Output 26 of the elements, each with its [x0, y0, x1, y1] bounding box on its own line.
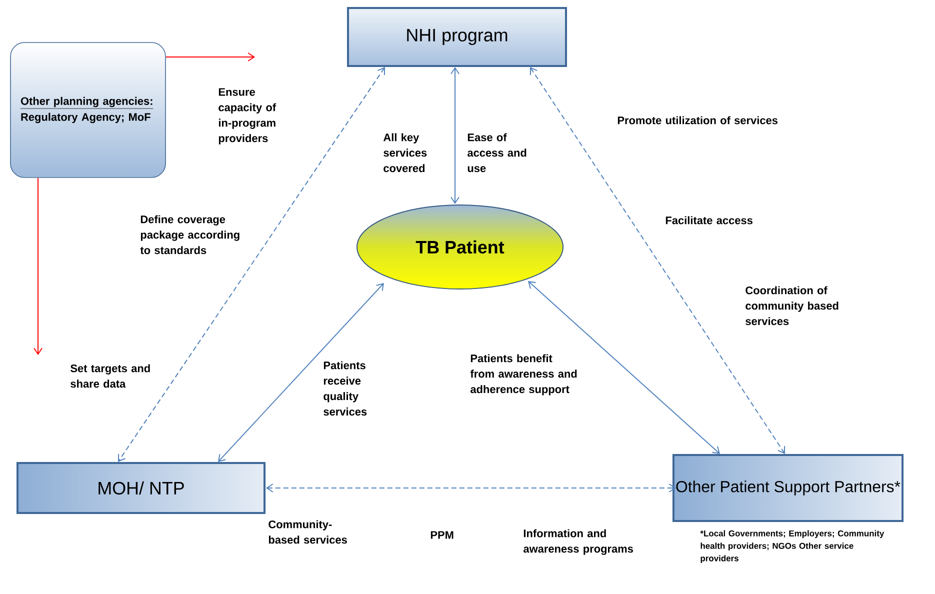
- annotation-text: Set targets and share data: [70, 364, 150, 388]
- ministry-box: MOH/ NTP: [16, 462, 266, 514]
- program-box: NHI program: [347, 7, 567, 67]
- leader-arrow: [34, 178, 42, 355]
- arrow: [118, 67, 385, 462]
- annotation-text: Community-based services: [268, 520, 347, 544]
- annotation-text: Patients benefit from awareness and adherence support: [470, 354, 577, 396]
- arrow: [218, 283, 384, 462]
- annotation-text: Coordination of community based services: [746, 286, 838, 326]
- annotation-text: Ensure capacity of in-program providers: [218, 88, 276, 144]
- annotation-text: PPM: [430, 531, 454, 539]
- annotation-text: Patients receive quality services: [324, 361, 367, 416]
- leader-arrow: [166, 52, 255, 62]
- footnote-text: *Local Governments; Employers; Community health providers; NGOs Other service providers: [700, 530, 884, 563]
- agency-box: Other planning agencies: Regulatory Agency; MoF: [10, 42, 166, 178]
- annotation-text: Information and awareness programs: [524, 529, 633, 555]
- annotation-text: Promote utilization of services: [618, 116, 778, 124]
- arrow: [266, 484, 676, 492]
- annotation-text: Define coverage package according to standards: [140, 215, 240, 254]
- annotation-text: Ease of access and use: [468, 133, 526, 172]
- arrow: [530, 67, 786, 454]
- annotation-text: All key services covered: [383, 133, 427, 172]
- arrow: [528, 281, 720, 454]
- partners-box: Other Patient Support Partners*: [672, 454, 904, 522]
- arrow: [450, 67, 460, 204]
- annotation-text: Facilitate access: [666, 216, 752, 224]
